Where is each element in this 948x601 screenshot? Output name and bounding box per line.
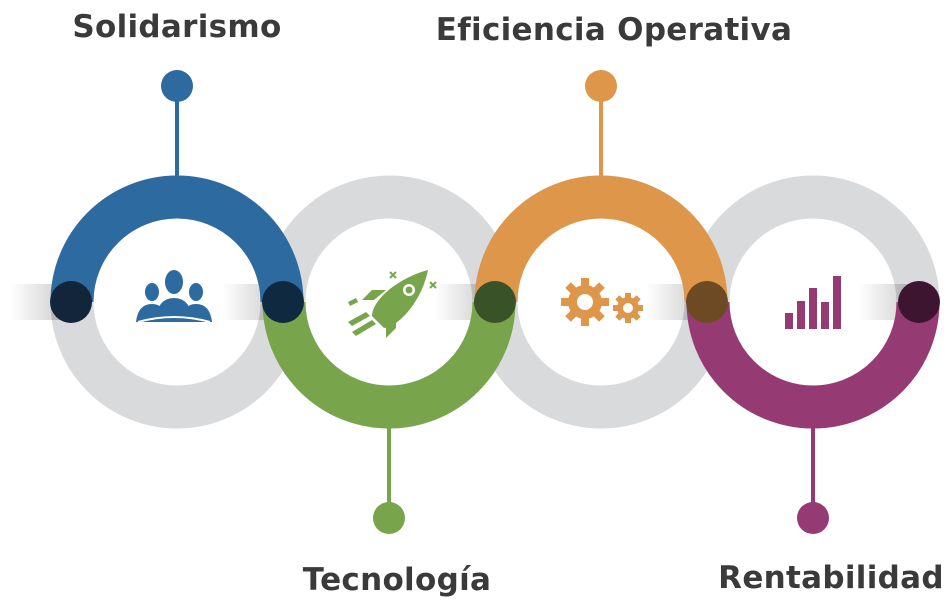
dot-3 bbox=[585, 70, 617, 102]
stage-label-3: Eficiencia Operativa bbox=[436, 12, 792, 48]
joint-cap-5 bbox=[898, 281, 940, 323]
joint-cap-1 bbox=[50, 281, 92, 323]
colored-arcs bbox=[50, 175, 940, 429]
arc-4-purple bbox=[686, 301, 940, 429]
stage-label-1: Solidarismo bbox=[72, 9, 281, 45]
joint-cap-3 bbox=[474, 281, 516, 323]
rocket-icon bbox=[348, 270, 437, 338]
bar-chart-icon bbox=[785, 276, 841, 329]
arc-3-orange bbox=[474, 175, 728, 303]
gears-icon bbox=[561, 278, 643, 326]
stage-label-2: Tecnología bbox=[303, 562, 491, 598]
arc-2-green bbox=[262, 301, 516, 429]
dot-1 bbox=[161, 70, 193, 102]
connector-stems bbox=[161, 70, 829, 534]
joint-cap-4 bbox=[686, 281, 728, 323]
dot-2 bbox=[373, 502, 405, 534]
stage-label-4: Rentabilidad bbox=[718, 560, 944, 596]
dot-4 bbox=[797, 502, 829, 534]
arc-1-blue bbox=[50, 175, 304, 303]
joint-caps bbox=[50, 281, 940, 323]
joint-cap-2 bbox=[262, 281, 304, 323]
people-group-icon bbox=[136, 270, 212, 323]
